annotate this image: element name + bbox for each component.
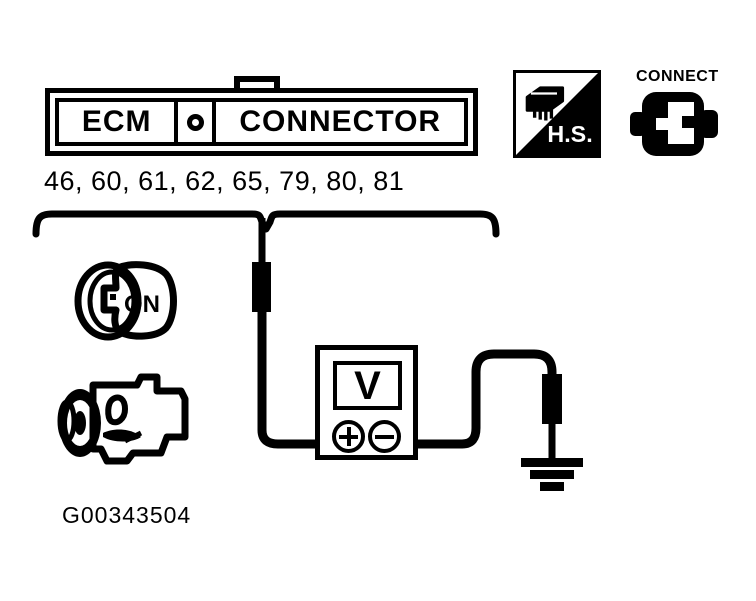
connector-plug-icon bbox=[630, 92, 718, 156]
test-probe-left bbox=[252, 262, 271, 312]
hs-badge: H.S. bbox=[513, 70, 601, 158]
ecm-connector-header-inner: ECM CONNECTOR bbox=[55, 98, 468, 146]
multimeter: V bbox=[315, 345, 418, 460]
ecm-connector-header: ECM CONNECTOR bbox=[45, 88, 478, 156]
plus-icon-vertical bbox=[347, 427, 351, 446]
multimeter-display-value: V bbox=[354, 363, 381, 408]
engine-block-icon bbox=[57, 373, 189, 465]
pin-number-list: 46, 60, 61, 62, 65, 79, 80, 81 bbox=[44, 166, 405, 196]
connect-badge: CONNECT bbox=[628, 68, 728, 162]
ecm-label: ECM bbox=[81, 105, 152, 138]
ground-symbol-icon bbox=[521, 458, 583, 491]
ignition-on-label: ON bbox=[124, 291, 160, 318]
header-divider bbox=[174, 102, 217, 142]
pin-group-brace bbox=[32, 210, 500, 238]
circle-icon bbox=[186, 113, 204, 131]
figure-caption: G00343504 bbox=[62, 502, 192, 528]
test-probe-right bbox=[542, 374, 562, 424]
multimeter-negative-terminal[interactable] bbox=[368, 420, 401, 453]
multimeter-positive-terminal[interactable] bbox=[332, 420, 365, 453]
multimeter-display: V bbox=[333, 361, 402, 410]
connector-label: CONNECTOR bbox=[239, 105, 442, 138]
hs-badge-label: H.S. bbox=[547, 121, 592, 147]
minus-icon bbox=[375, 435, 394, 439]
ignition-switch-on-icon: ON bbox=[74, 261, 177, 341]
connect-badge-label: CONNECT bbox=[636, 68, 719, 85]
connector-plug-icon bbox=[525, 86, 565, 121]
